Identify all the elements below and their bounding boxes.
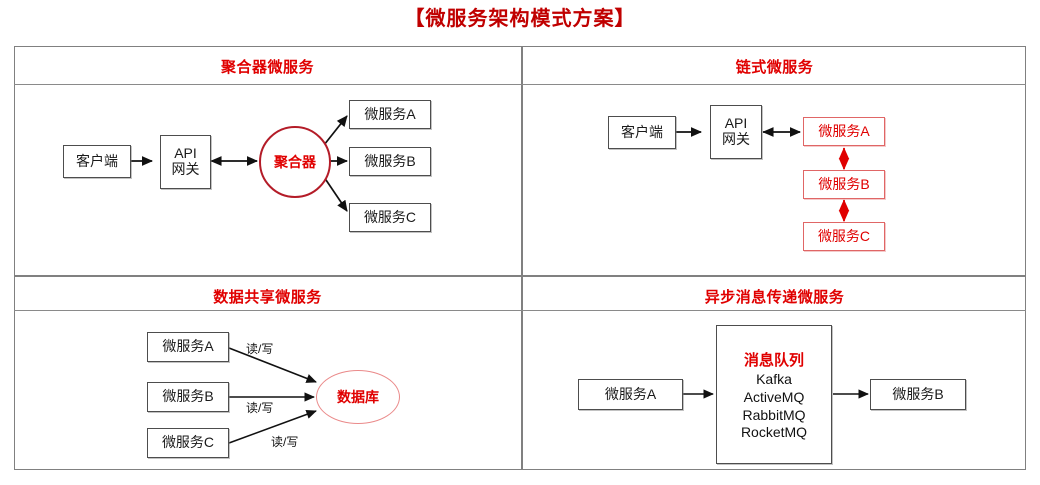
node-message-queue[interactable]: 消息队列 Kafka ActiveMQ RabbitMQ RocketMQ [716,325,832,464]
node-service-a-aggregator[interactable]: 微服务A [349,100,431,129]
node-api-gateway-chained[interactable]: API 网关 [710,105,762,159]
node-service-a-shared[interactable]: 微服务A [147,332,229,362]
header-rule-top [14,84,1026,86]
message-queue-item-activemq: ActiveMQ [743,388,805,405]
node-service-b-shared[interactable]: 微服务B [147,382,229,412]
node-service-b-async[interactable]: 微服务B [870,379,966,410]
node-service-b-chained[interactable]: 微服务B [803,170,885,199]
node-service-b-aggregator[interactable]: 微服务B [349,147,431,176]
node-service-c-chained[interactable]: 微服务C [803,222,885,251]
header-rule-bottom [14,310,1026,312]
message-queue-item-rabbitmq: RabbitMQ [742,406,806,423]
section-title-shared-data: 数据共享微服务 [213,289,322,306]
node-service-a-chained[interactable]: 微服务A [803,117,885,146]
vertical-divider [521,46,523,470]
message-queue-item-rocketmq: RocketMQ [740,424,808,441]
node-client-chained[interactable]: 客户端 [608,116,676,149]
horizontal-divider [14,275,1026,277]
node-service-c-aggregator[interactable]: 微服务C [349,203,431,232]
message-queue-item-kafka: Kafka [756,370,792,387]
edge-label-read-write-c: 读/写 [271,435,299,449]
node-database[interactable]: 数据库 [316,370,400,424]
section-title-aggregator: 聚合器微服务 [220,59,314,76]
node-aggregator[interactable]: 聚合器 [259,126,331,198]
node-service-c-shared[interactable]: 微服务C [147,428,229,458]
diagram-frame [14,46,1026,470]
section-title-chained: 链式微服务 [735,59,814,76]
node-client-aggregator[interactable]: 客户端 [63,145,131,178]
section-title-async-messaging: 异步消息传递微服务 [704,289,845,306]
edge-label-read-write-b: 读/写 [246,401,274,415]
edge-label-read-write-a: 读/写 [246,342,274,356]
node-api-gateway-aggregator[interactable]: API 网关 [160,135,211,189]
node-service-a-async[interactable]: 微服务A [578,379,683,410]
message-queue-title: 消息队列 [743,351,804,369]
page-title: 【微服务架构模式方案】 [404,8,636,30]
